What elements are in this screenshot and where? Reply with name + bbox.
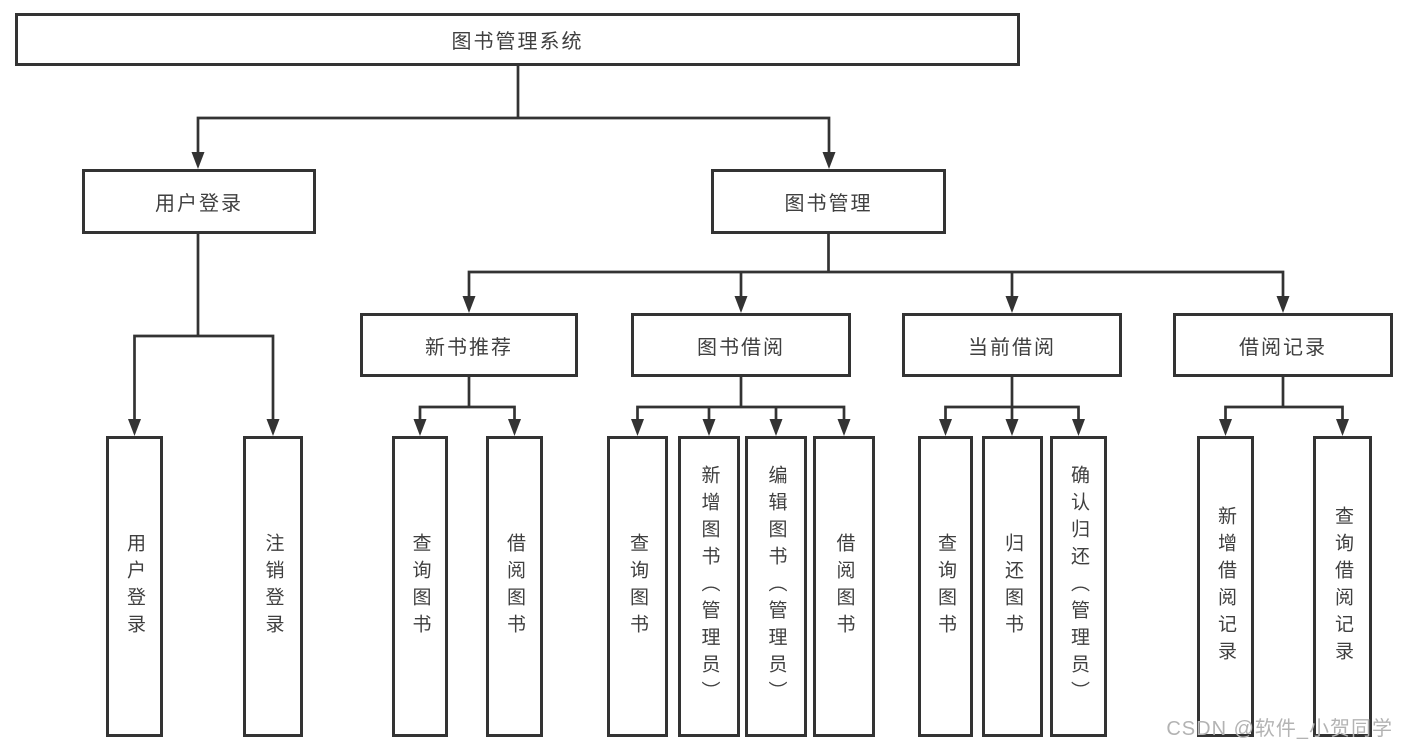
node-borrowing-records: 借阅记录 bbox=[1173, 313, 1393, 377]
node-current-borrowing: 当前借阅 bbox=[902, 313, 1122, 377]
leaf-borrow-books-2: 借阅图书 bbox=[813, 436, 875, 737]
leaf-edit-book-admin: 编辑图书（管理员） bbox=[745, 436, 807, 737]
leaf-query-borrow-record: 查询借阅记录 bbox=[1313, 436, 1372, 737]
leaf-add-book-admin: 新增图书（管理员） bbox=[678, 436, 740, 737]
node-book-management: 图书管理 bbox=[711, 169, 946, 234]
leaf-user-login: 用户登录 bbox=[106, 436, 163, 737]
arrowheads bbox=[128, 152, 1349, 436]
leaf-add-borrow-record: 新增借阅记录 bbox=[1197, 436, 1254, 737]
csdn-watermark: CSDN @软件_小贺同学 bbox=[1166, 718, 1393, 740]
leaf-logout: 注销登录 bbox=[243, 436, 303, 737]
node-book-borrowing: 图书借阅 bbox=[631, 313, 851, 377]
leaf-return-books: 归还图书 bbox=[982, 436, 1043, 737]
leaf-borrow-books-1: 借阅图书 bbox=[486, 436, 543, 737]
leaf-confirm-return-admin: 确认归还（管理员） bbox=[1050, 436, 1107, 737]
node-user-login: 用户登录 bbox=[82, 169, 316, 234]
leaf-query-books-3: 查询图书 bbox=[918, 436, 973, 737]
node-root: 图书管理系统 bbox=[15, 13, 1020, 66]
node-new-book-recommend: 新书推荐 bbox=[360, 313, 578, 377]
leaf-query-books-1: 查询图书 bbox=[392, 436, 448, 737]
leaf-query-books-2: 查询图书 bbox=[607, 436, 668, 737]
